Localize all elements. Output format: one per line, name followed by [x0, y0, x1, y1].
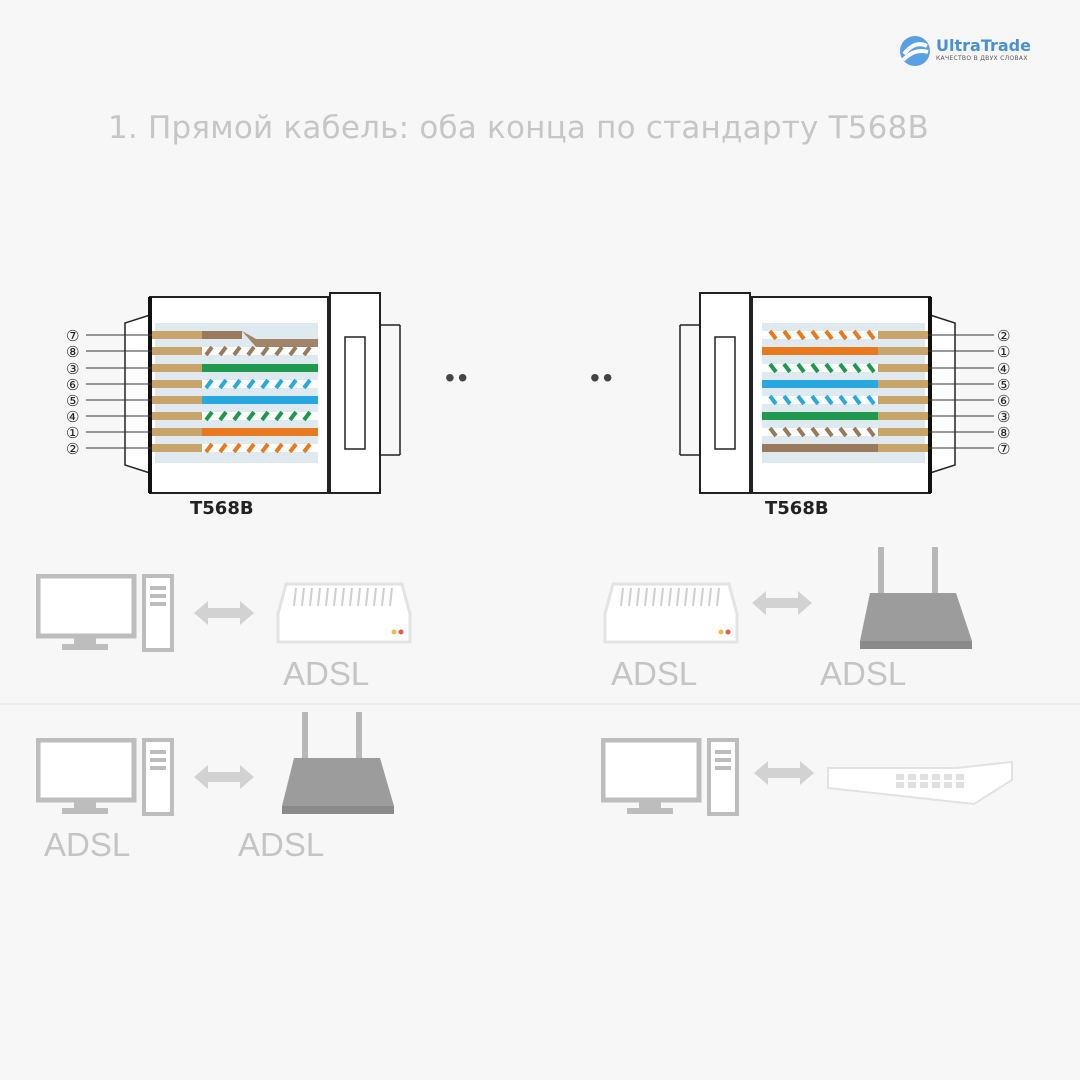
wire-pin-3 — [152, 364, 318, 372]
modem-icon — [276, 582, 412, 644]
pin-label: ⑤ — [66, 392, 79, 410]
device-label: ADSL — [611, 655, 698, 692]
device-label: ADSL — [44, 826, 131, 863]
logo-icon — [900, 36, 930, 66]
connector-latch — [329, 292, 381, 494]
device-label: ADSL — [820, 655, 907, 692]
router-icon — [860, 547, 972, 649]
brand-logo: UltraTrade КАЧЕСТВО В ДВУХ СЛОВАХ — [898, 34, 1058, 70]
pin-label: ⑧ — [997, 424, 1010, 442]
computer-icon — [36, 738, 174, 816]
wire-pin-1 — [152, 428, 318, 436]
connector-latch-window — [344, 336, 366, 450]
pin-label: ⑥ — [66, 376, 79, 394]
pin-label: ① — [66, 424, 79, 442]
pin-label: ② — [66, 440, 79, 458]
pin-label: ① — [997, 343, 1010, 361]
network-switch-icon — [827, 760, 1013, 806]
wire-pin-6 — [152, 378, 318, 390]
double-arrow-icon — [194, 601, 254, 625]
row-divider — [0, 703, 1080, 705]
pin-label: ⑥ — [997, 392, 1010, 410]
computer-icon — [36, 574, 174, 652]
separator-dots-left: •• — [445, 362, 471, 393]
pin-label: ⑤ — [997, 376, 1010, 394]
pin-label: ② — [997, 327, 1010, 345]
connector-label-left: T568B — [190, 498, 254, 519]
device-label: ADSL — [238, 826, 325, 863]
wire-pin-2 — [152, 442, 318, 454]
separator-dots-right: •• — [590, 362, 616, 393]
pin-label: ⑦ — [997, 440, 1010, 458]
device-label: ADSL — [283, 655, 370, 692]
brand-name: UltraTrade — [936, 36, 1031, 55]
double-arrow-icon — [754, 761, 814, 785]
pin-label: ⑦ — [66, 327, 79, 345]
modem-icon — [603, 582, 739, 644]
pin-label: ⑧ — [66, 343, 79, 361]
page-title: 1. Прямой кабель: оба конца по стандарту… — [108, 110, 929, 146]
wire-pin-4 — [152, 410, 318, 422]
wire-pin-7 — [152, 331, 318, 347]
router-icon — [282, 712, 394, 814]
wire-pin-5 — [152, 396, 318, 404]
right-connector-diagram: ② ① ④ ⑤ ⑥ ③ ⑧ ⑦ — [679, 292, 1010, 494]
double-arrow-icon — [194, 765, 254, 789]
connector-label-right: T568B — [765, 498, 829, 519]
pin-label: ③ — [66, 360, 79, 378]
brand-tagline: КАЧЕСТВО В ДВУХ СЛОВАХ — [936, 55, 1028, 62]
wire-pin-8 — [152, 345, 318, 357]
double-arrow-icon — [752, 591, 812, 615]
left-connector-diagram: ⑦ ⑧ ③ ⑥ ⑤ ④ ① ② — [66, 292, 401, 494]
pin-label: ③ — [997, 408, 1010, 426]
pin-label: ④ — [66, 408, 79, 426]
pin-label: ④ — [997, 360, 1010, 378]
computer-icon — [601, 738, 739, 816]
